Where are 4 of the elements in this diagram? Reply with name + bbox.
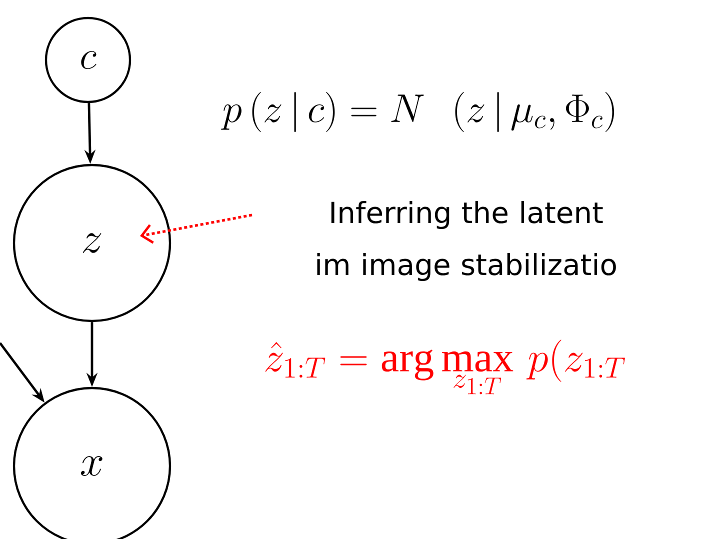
annotation-text: Inferring the latent im image stabilizatio	[317, 200, 616, 282]
formula: $p\left(z\,|\,c\right)=N\ \ \left(z\,|\,\mu_c,\Phi_c\right)$	[221, 92, 614, 132]
leader-arrow	[140, 214, 252, 244]
formula: $\hat{z}_{1:T}=\arg\max_{z_{1:T}}\, p\Big(z_{1:T}$	[265, 340, 625, 394]
